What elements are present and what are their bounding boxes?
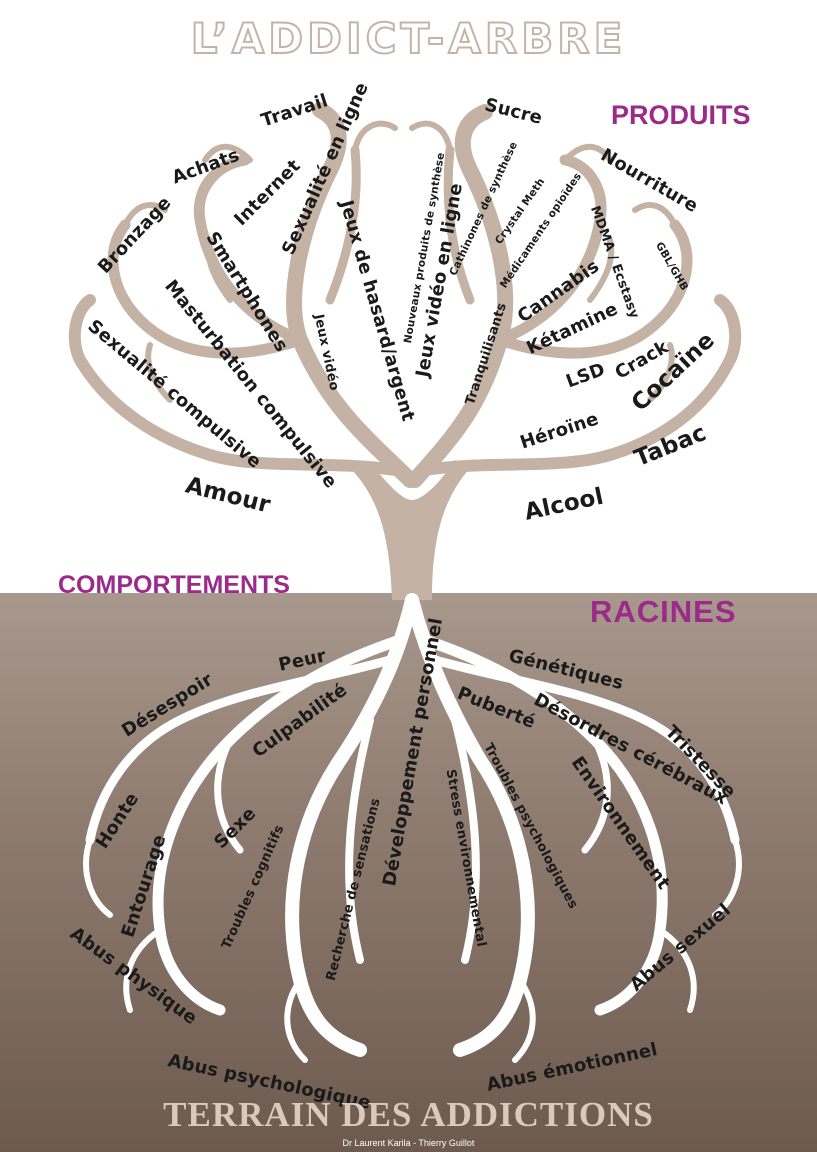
poster-title: L’ADDICT-ARBRE [0,14,817,63]
section-comportements: COMPORTEMENTS [58,571,290,600]
credit-line: Dr Laurent Karila - Thierry Guillot [0,1138,817,1148]
section-produits: PRODUITS [611,100,751,131]
tree-root [86,840,110,915]
tree-branch [412,124,450,150]
tree-branch [355,124,395,150]
section-racines: RACINES [590,594,737,630]
tree-branch [635,205,675,225]
section-terrain: TERRAIN DES ADDICTIONS [0,1095,817,1135]
